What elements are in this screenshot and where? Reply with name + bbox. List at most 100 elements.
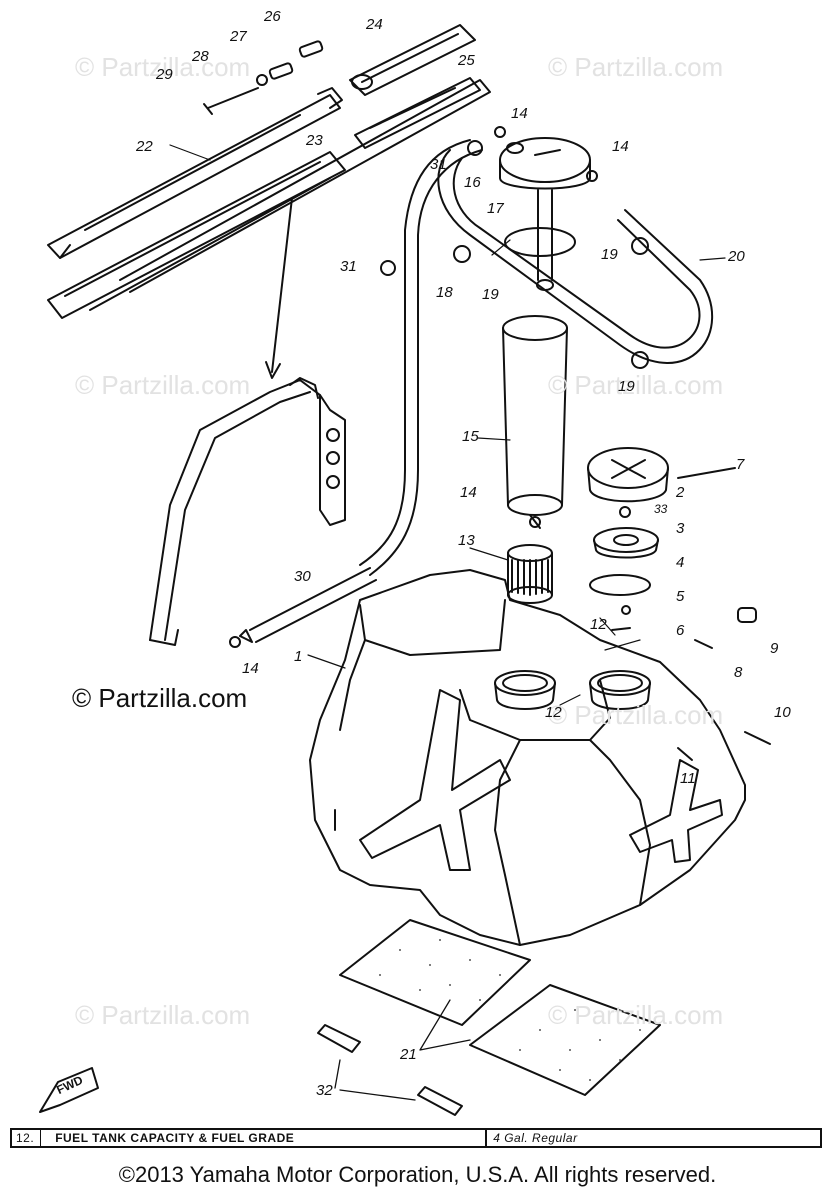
callout-9: 9 xyxy=(770,640,779,657)
callout-15: 15 xyxy=(462,428,479,445)
watermark: © Partzilla.com xyxy=(548,1000,724,1030)
watermark: © Partzilla.com xyxy=(548,52,724,82)
strap-22 xyxy=(47,87,343,259)
cover-9 xyxy=(737,607,757,623)
clip-14a xyxy=(494,126,506,138)
pin-26 xyxy=(298,40,324,58)
washer-28 xyxy=(256,74,268,86)
callout-28: 28 xyxy=(192,48,209,65)
clamp-19a xyxy=(453,245,471,263)
spec-number: 12. xyxy=(12,1130,42,1146)
washer-5 xyxy=(621,605,631,615)
bolt-11 xyxy=(677,747,693,761)
callout-22: 22 xyxy=(136,138,153,155)
spring-33 xyxy=(619,506,631,518)
callout-1: 1 xyxy=(294,648,303,665)
assembly-arrow xyxy=(265,197,293,379)
spec-label: FUEL TANK CAPACITY & FUEL GRADE xyxy=(41,1130,488,1146)
leader-21 xyxy=(419,999,471,1051)
callout-17: 17 xyxy=(487,200,504,217)
callout-24: 24 xyxy=(366,16,383,33)
bolt-29 xyxy=(203,87,259,115)
callout-5: 5 xyxy=(676,588,685,605)
spec-row: 12. FUEL TANK CAPACITY & FUEL GRADE 4 Ga… xyxy=(10,1128,822,1148)
clip-14-left xyxy=(229,636,241,648)
callout-14d: 14 xyxy=(242,660,259,677)
watermark: © Partzilla.com xyxy=(548,370,724,400)
fuel-tank-1 xyxy=(309,569,746,946)
callout-29: 29 xyxy=(156,66,173,83)
callout-12b: 12 xyxy=(545,704,562,721)
callout-19c: 19 xyxy=(618,378,635,395)
tank-bracket xyxy=(149,377,346,646)
pad-21b xyxy=(469,984,661,1096)
block-32a xyxy=(317,1024,361,1053)
seal-4 xyxy=(589,574,651,596)
callout-26: 26 xyxy=(264,8,281,25)
callout-6: 6 xyxy=(676,622,685,639)
callout-3: 3 xyxy=(676,520,685,537)
clamp-19b xyxy=(631,237,649,255)
strap-23 xyxy=(47,151,346,319)
filter-15 xyxy=(502,315,568,529)
strap-25 xyxy=(354,77,481,149)
watermark: © Partzilla.com xyxy=(75,370,251,400)
callout-19b: 19 xyxy=(601,246,618,263)
gasket-3 xyxy=(593,527,659,559)
hose-20 xyxy=(437,149,714,364)
callout-11: 11 xyxy=(680,770,696,787)
spring-30 xyxy=(239,567,377,643)
callout-21: 21 xyxy=(400,1046,417,1063)
pin-7 xyxy=(677,467,736,479)
leader-lines xyxy=(169,144,726,706)
fwd-arrow xyxy=(39,1067,99,1113)
bracket-rail xyxy=(119,79,491,293)
callout-12a: 12 xyxy=(590,616,607,633)
strainer-13 xyxy=(507,544,553,604)
spec-value: 4 Gal. Regular xyxy=(493,1131,578,1145)
callout-33: 33 xyxy=(654,502,668,516)
bolt-10 xyxy=(744,731,771,745)
watermark: © Partzilla.com xyxy=(75,52,251,82)
callout-23: 23 xyxy=(306,132,323,149)
watermark: © Partzilla.com xyxy=(548,700,724,730)
clamp-31a xyxy=(467,140,483,156)
bolt-8 xyxy=(694,639,713,649)
callout-19a: 19 xyxy=(482,286,499,303)
callout-20: 20 xyxy=(728,248,745,265)
clamp-19c xyxy=(631,351,649,369)
watermark: © Partzilla.com xyxy=(75,1000,251,1030)
callout-18: 18 xyxy=(436,284,453,301)
strap-24 xyxy=(349,24,476,96)
callout-31b: 31 xyxy=(340,258,357,275)
callout-32: 32 xyxy=(316,1082,333,1099)
callout-7: 7 xyxy=(736,456,745,473)
o-ring-17 xyxy=(504,227,576,257)
cap-2 xyxy=(587,447,669,503)
callout-14b: 14 xyxy=(612,138,629,155)
callout-10: 10 xyxy=(774,704,791,721)
main-watermark: © Partzilla.com xyxy=(72,683,248,713)
callout-16: 16 xyxy=(464,174,481,191)
pad-stipple xyxy=(379,939,641,1081)
pad-21a xyxy=(339,919,531,1026)
callout-2: 2 xyxy=(676,484,685,501)
callout-14a: 14 xyxy=(511,105,528,122)
collar-27 xyxy=(268,62,294,80)
spring-6 xyxy=(611,627,631,631)
callout-25: 25 xyxy=(458,52,475,69)
leader-32 xyxy=(334,1059,416,1101)
callout-13: 13 xyxy=(458,532,475,549)
block-32b xyxy=(417,1086,463,1116)
callout-8: 8 xyxy=(734,664,743,681)
clip-14c xyxy=(529,516,541,528)
callout-14c: 14 xyxy=(460,484,477,501)
callout-30: 30 xyxy=(294,568,311,585)
clip-14b xyxy=(586,170,598,182)
clamp-31b xyxy=(380,260,396,276)
callout-27: 27 xyxy=(230,28,247,45)
callout-31a: 31 xyxy=(430,156,447,173)
hose-18 xyxy=(359,139,483,576)
callout-4: 4 xyxy=(676,554,685,571)
